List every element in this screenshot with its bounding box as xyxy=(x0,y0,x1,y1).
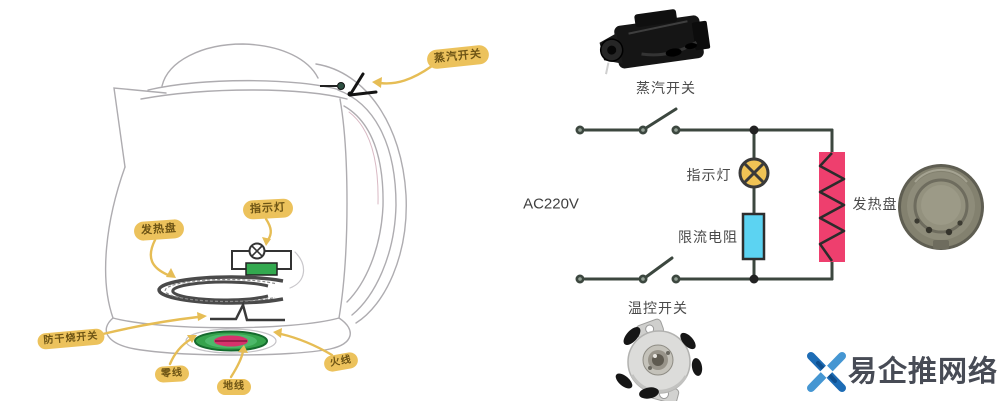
label-ground-wire: 地线 xyxy=(217,379,251,395)
callout-arrows xyxy=(101,64,434,379)
watermark-text: 易企推网络 xyxy=(848,354,999,388)
thermostat-switch-label: 温控开关 xyxy=(628,300,688,316)
circuit-terminals xyxy=(575,125,759,284)
steam-switch-photo xyxy=(599,9,711,75)
steam-switch-caption: 蒸汽开关 xyxy=(636,80,696,96)
kettle-outline xyxy=(104,43,407,356)
kettle-green-resistor xyxy=(245,262,278,276)
indicator-light-label: 指示灯 xyxy=(686,167,732,183)
kettle-lamp-circuit xyxy=(231,242,292,276)
limit-resistor-label: 限流电阻 xyxy=(678,229,738,245)
label-indicator-light: 指示灯 xyxy=(242,198,294,220)
kettle-heating-ring xyxy=(157,275,284,305)
watermark-logo xyxy=(807,352,846,392)
thermostat-photo xyxy=(615,318,703,401)
kettle-thermostat-symbol xyxy=(210,301,285,322)
limit-resistor-symbol xyxy=(741,212,766,261)
heating-plate-label: 发热盘 xyxy=(852,196,898,212)
circuit-wires xyxy=(583,107,834,281)
label-heating-plate: 发热盘 xyxy=(133,218,185,242)
kettle-steam-lever xyxy=(320,72,378,97)
heating-plate-symbol xyxy=(818,152,846,262)
kettle-base-connector xyxy=(185,328,277,354)
heating-plate-photo xyxy=(898,164,984,250)
power-source-label: AC220V xyxy=(523,195,579,213)
indicator-lamp-symbol xyxy=(738,157,770,189)
label-neutral-wire: 零线 xyxy=(154,365,190,383)
callout-arrowheads xyxy=(166,77,382,353)
